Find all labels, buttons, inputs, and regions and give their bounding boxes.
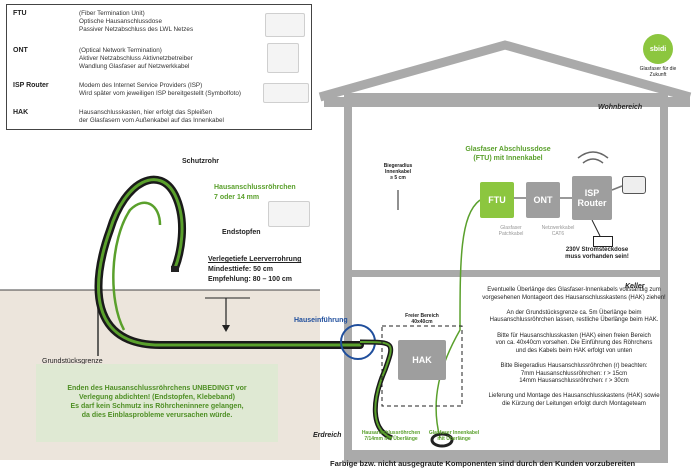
ftu-thumbnail — [265, 13, 305, 37]
innenkabel-line — [435, 199, 481, 439]
roehrchen-ueberlaenge-label: Hausanschlussröhrchen 7/14mm mit Überlän… — [361, 430, 421, 442]
phone-icon — [622, 176, 646, 194]
legend-desc-ont: (Optical Network Termination)Aktiver Net… — [79, 47, 193, 70]
legend-key-hak: HAK — [13, 109, 29, 116]
basement-conduit — [359, 339, 394, 441]
kabel-coil — [430, 432, 454, 448]
biegeradius-label: Biegeradius Innenkabel ≥ 5 cm — [383, 163, 413, 181]
footer-note: Farbige bzw. nicht ausgegraute Komponent… — [330, 459, 636, 468]
empfehlung-label: Empfehlung: 80 – 100 cm — [208, 276, 293, 283]
roehrchen-thumbnail — [268, 201, 310, 227]
hausanschluss-size: 7 oder 14 mm — [214, 194, 260, 201]
roehrchen-inside — [97, 178, 362, 347]
hak-device: HAK — [398, 340, 446, 380]
freier-bereich-label: Freier Bereich 40x40cm — [405, 313, 439, 325]
sbidi-logo: sbidi — [643, 34, 673, 64]
legend-desc-isp: Modem des Internet Service Providers (IS… — [79, 82, 241, 97]
endstopfen-label: Endstopfen — [222, 229, 261, 236]
legend-box: FTU (Fiber Termination Unit)Optische Hau… — [6, 4, 312, 130]
hausanschluss-title: Hausanschlussröhrchen — [214, 184, 296, 191]
router-thumbnail — [263, 83, 309, 103]
ont-device: ONT — [526, 182, 560, 218]
innenkabel-ueberlaenge-label: Glasfaser Innenkabel mit Überlänge — [428, 430, 480, 442]
floor-divider — [352, 270, 660, 277]
ont-thumbnail — [267, 43, 299, 73]
verlegetiefe-title: Verlegetiefe Leerverrohrung — [208, 256, 302, 263]
netzwerkkabel-label: Netzwerkkabel CAT6 — [541, 225, 575, 237]
power-socket-icon — [593, 236, 613, 247]
endstopfen — [171, 266, 179, 272]
legend-desc-ftu: (Fiber Termination Unit)Optische Hausans… — [79, 10, 194, 33]
glasfaser-dose-label: Glasfaser Abschlussdose (FTU) mit Innenk… — [465, 146, 551, 162]
stromsteckdose-label: 230V Stromsteckdose muss vorhanden sein! — [565, 247, 629, 260]
logo-subtitle: Glasfaser für die Zukunft — [639, 66, 677, 78]
glasfaser-patch-label: Glasfaser Patchkabel — [498, 225, 524, 237]
ftu-device: FTU — [480, 182, 514, 218]
basement-roehrchen — [359, 341, 393, 439]
roof-eave — [324, 97, 690, 107]
legend-key-isp: ISP Router — [13, 82, 49, 89]
hak-free-area — [381, 325, 463, 407]
grundstuecksgrenze-label: Grundstücksgrenze — [42, 358, 103, 365]
wohnbereich-label: Wohnbereich — [598, 104, 643, 111]
basement-floor — [352, 450, 660, 456]
schutzrohr-label: Schutzrohr — [182, 158, 219, 165]
erdreich-label: Erdreich — [313, 432, 342, 439]
house-roof — [318, 40, 692, 102]
keller-label: Keller — [625, 283, 645, 290]
hauseinfuehrung-label: Hauseinführung — [294, 317, 348, 324]
legend-key-ftu: FTU — [13, 10, 27, 17]
warning-box: Enden des Hausanschlussröhrchens UNBEDIN… — [36, 364, 278, 442]
warning-text: Enden des Hausanschlussröhrchens UNBEDIN… — [67, 385, 247, 419]
legend-desc-hak: Hausanschlusskasten, hier erfolgt das Sp… — [79, 109, 224, 124]
legend-key-ont: ONT — [13, 47, 28, 54]
isp-router-device: ISP Router — [572, 176, 612, 220]
keller-instructions: Eventuelle Überlänge des Glasfaser-Innen… — [482, 287, 666, 407]
mindesttiefe-label: Mindesttiefe: 50 cm — [208, 266, 273, 273]
roehrchen-coil — [112, 201, 162, 331]
